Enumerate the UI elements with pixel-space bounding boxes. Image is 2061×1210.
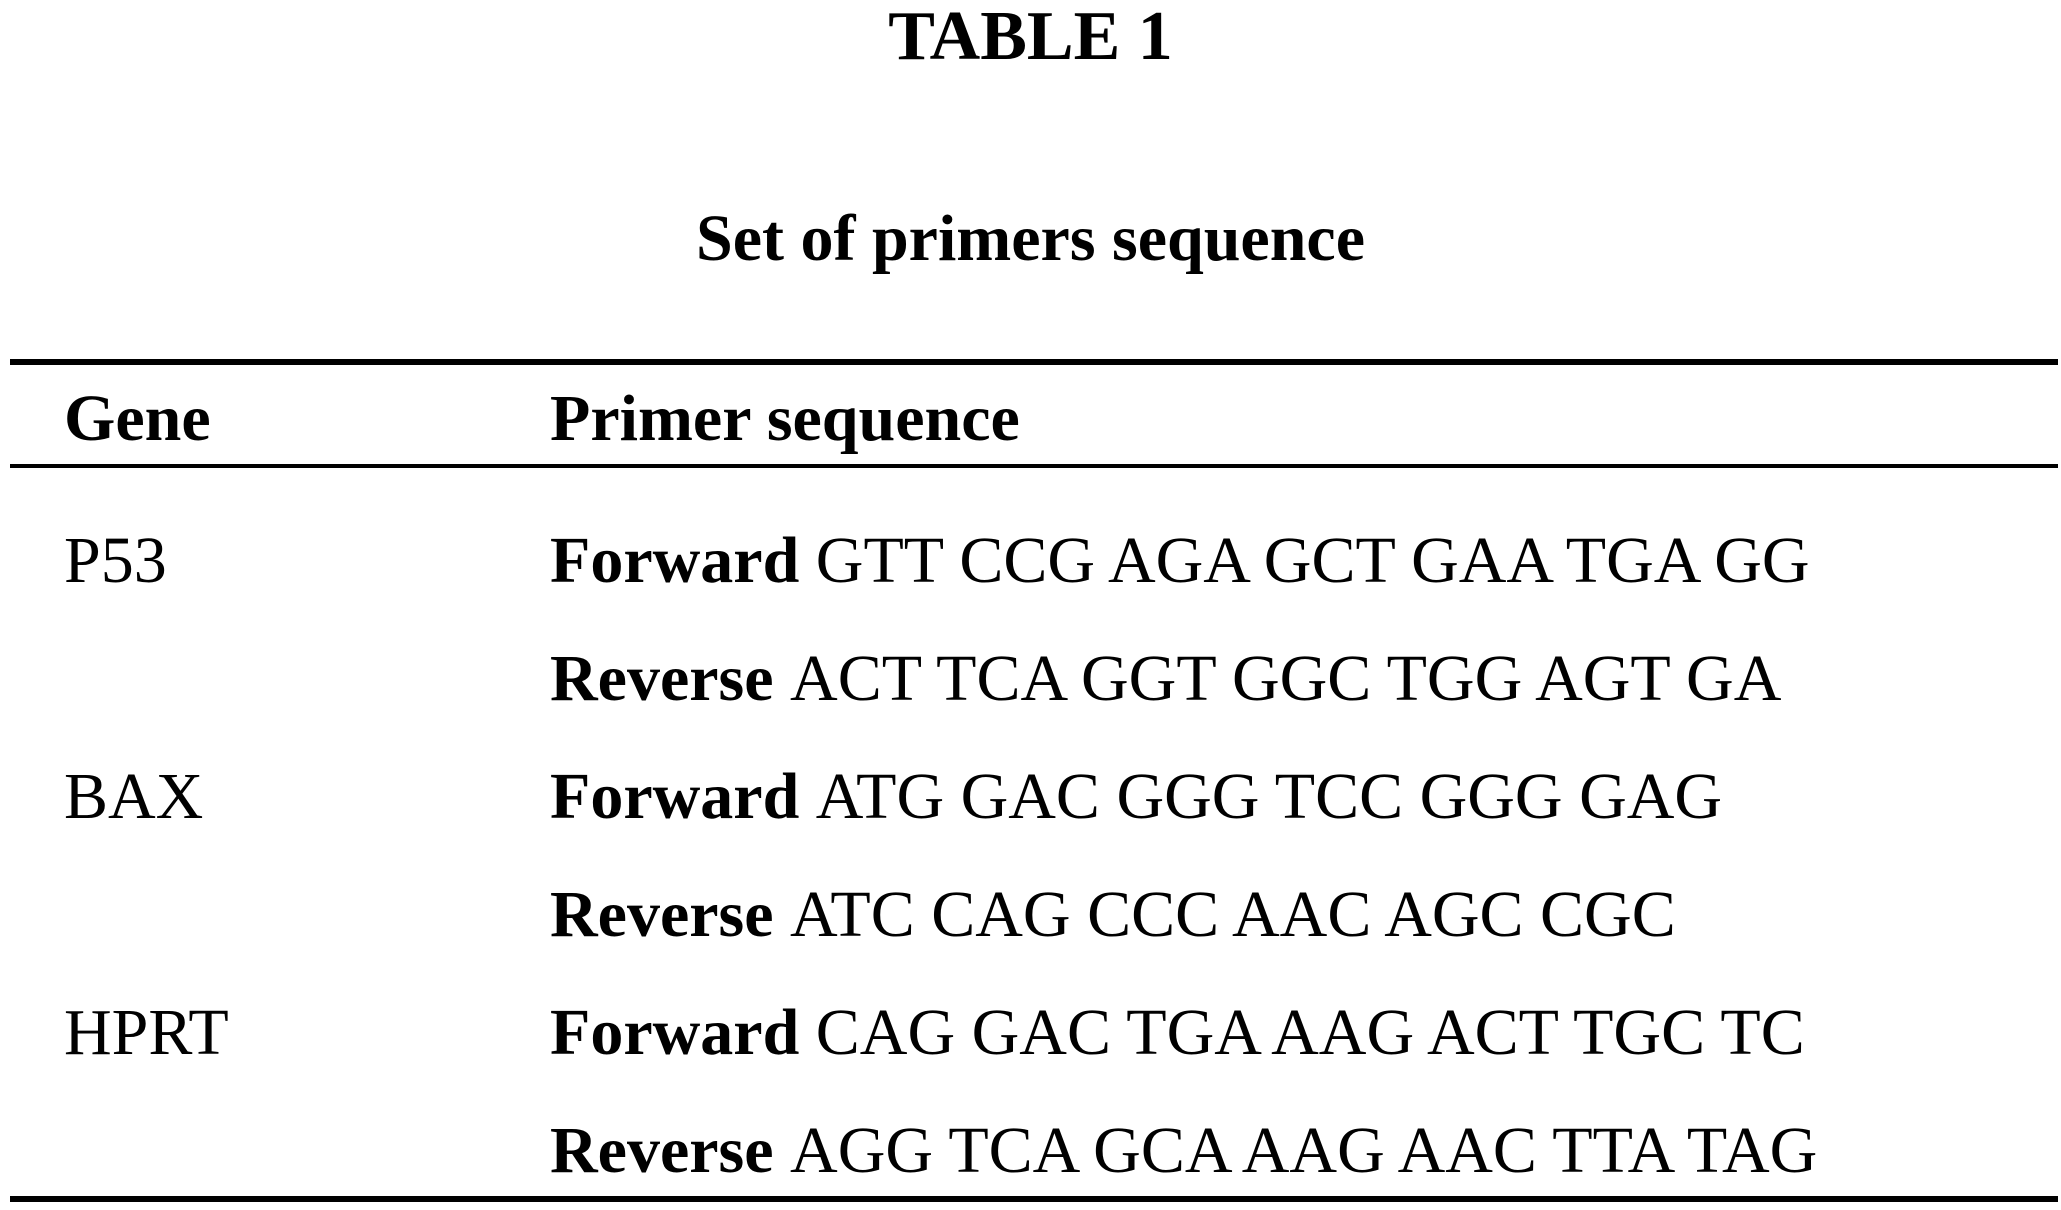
primer-cell: Reverse AGG TCA GCA AAG AAC TTA TAG <box>550 1118 1817 1184</box>
primer-sequence: GTT CCG AGA GCT GAA TGA GG <box>815 524 1810 597</box>
primer-direction: Forward <box>550 996 816 1069</box>
gene-cell: BAX <box>64 760 204 833</box>
primer-direction: Reverse <box>550 878 791 951</box>
header-rule <box>10 464 2058 468</box>
primer-cell: Reverse ATC CAG CCC AAC AGC CGC <box>550 882 1676 948</box>
primer-sequence: CAG GAC TGA AAG ACT TGC TC <box>815 996 1805 1069</box>
primer-cell: Forward GTT CCG AGA GCT GAA TGA GG <box>550 528 1810 594</box>
primer-direction: Reverse <box>550 1114 791 1187</box>
table-title: TABLE 1 <box>888 0 1173 75</box>
primer-direction: Forward <box>550 760 816 833</box>
primer-direction: Forward <box>550 524 816 597</box>
bottom-rule <box>10 1196 2058 1202</box>
primer-cell: Forward CAG GAC TGA AAG ACT TGC TC <box>550 1000 1805 1066</box>
primer-direction: Reverse <box>550 642 791 715</box>
gene-cell: HPRT <box>64 996 229 1069</box>
primer-cell: Forward ATG GAC GGG TCC GGG GAG <box>550 764 1722 830</box>
primer-sequence: AGG TCA GCA AAG AAC TTA TAG <box>790 1114 1818 1187</box>
header-primer-sequence: Primer sequence <box>550 382 1020 455</box>
top-rule <box>10 359 2058 365</box>
primer-cell: Reverse ACT TCA GGT GGC TGG AGT GA <box>550 646 1781 712</box>
gene-cell: P53 <box>64 524 167 597</box>
header-gene: Gene <box>64 382 211 455</box>
table-subtitle: Set of primers sequence <box>695 202 1366 275</box>
primer-sequence: ATG GAC GGG TCC GGG GAG <box>815 760 1723 833</box>
primer-sequence: ATC CAG CCC AAC AGC CGC <box>790 878 1676 951</box>
primer-sequence: ACT TCA GGT GGC TGG AGT GA <box>790 642 1782 715</box>
